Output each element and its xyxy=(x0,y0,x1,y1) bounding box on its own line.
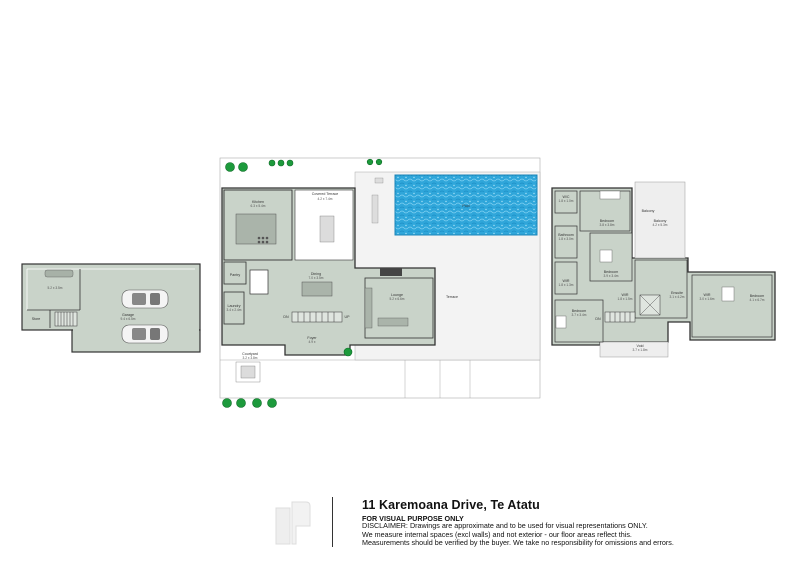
terrace-label: Terrace xyxy=(446,295,458,299)
dining-size: 7.0 x 3.5m xyxy=(309,276,324,280)
wir-1-label: WIR xyxy=(563,279,570,283)
garage-room-size: 5.2 x 3.5m xyxy=(48,286,63,290)
ensuite-label: Ensuite xyxy=(671,291,683,295)
disclaimer-line-1: Drawings are approximate and to be used … xyxy=(409,521,648,530)
store-label: Store xyxy=(32,317,41,321)
wir-1-size: 1.8 x 1.3m xyxy=(559,283,574,287)
covered-terrace-size: 4.2 x 7.4m xyxy=(318,197,333,201)
bedroom-2-size: 3.9 x 3.4m xyxy=(604,274,619,278)
dining-label: Dining xyxy=(311,272,321,276)
kitchen-label: Kitchen xyxy=(252,200,264,204)
void-size: 3.7 x 1.8m xyxy=(633,348,648,352)
balcony-1-size: 4.2 x 5.3m xyxy=(653,223,668,227)
balcony-2-label: Balcony xyxy=(642,209,655,213)
disclaimer-label: DISCLAIMER: xyxy=(362,521,408,530)
disclaimer-text: DISCLAIMER: Drawings are approximate and… xyxy=(362,521,762,548)
lounge-size: 5.2 x 6.6m xyxy=(390,297,405,301)
kitchen-size: 6.3 x 5.4m xyxy=(251,204,266,208)
visual-purpose-note: FOR VISUAL PURPOSE ONLY xyxy=(362,514,464,523)
garage-label: Garage xyxy=(122,313,134,317)
wir-2-size: 1.8 x 1.5m xyxy=(618,297,633,301)
car-icon xyxy=(121,324,169,344)
wir-3-label: WIR xyxy=(704,293,711,297)
garage-plan: 5.2 x 3.5m Store Garage 9.4 x 6.5m xyxy=(21,263,201,353)
wir-2-label: WIR xyxy=(622,293,629,297)
footer-divider xyxy=(332,497,333,547)
void-label: Void xyxy=(637,344,644,348)
ground-floor-plan: Pool Kitchen 6.3 x 5.4m Covered Terrace … xyxy=(219,157,541,408)
ground-up-label: UP xyxy=(345,315,351,319)
brand-logo-icon xyxy=(275,501,311,545)
ensuite-size: 3.1 x 4.2m xyxy=(670,295,685,299)
bedroom-3-size: 3.7 x 3.4m xyxy=(572,313,587,317)
pantry-label: Pantry xyxy=(230,273,241,277)
ground-dn-label: DN xyxy=(283,315,289,319)
upper-floor-plan: W/C 1.8 x 1.0m Bedroom 3.8 x 3.8m Balcon… xyxy=(551,181,776,358)
foyer-label: Foyer xyxy=(307,336,317,340)
pool xyxy=(394,174,538,236)
car-icon xyxy=(121,289,169,309)
property-address: 11 Karemoana Drive, Te Atatu xyxy=(362,498,540,512)
laundry-size: 3.4 x 2.4m xyxy=(227,308,242,312)
wc-size: 1.8 x 1.0m xyxy=(559,199,574,203)
wir-3-size: 3.0 x 1.6m xyxy=(700,297,715,301)
bedroom-4-label: Bedroom xyxy=(750,294,765,298)
tree-icon xyxy=(222,158,383,408)
pool-label: Pool xyxy=(462,204,469,208)
balcony-1-label: Balcony xyxy=(654,219,667,223)
disclaimer-line-2: We measure internal spaces (excl walls) … xyxy=(362,529,632,539)
bathroom-size: 1.8 x 3.0m xyxy=(559,237,574,241)
disclaimer-line-3: Measurements should be verified by the b… xyxy=(362,538,674,548)
covered-terrace-label: Covered Terrace xyxy=(312,192,339,196)
wc-label: W/C xyxy=(563,195,570,199)
bedroom-1-size: 3.8 x 3.8m xyxy=(600,223,615,227)
courtyard-label: Courtyard xyxy=(242,352,258,356)
bedroom-3-label: Bedroom xyxy=(572,309,587,313)
bedroom-1-label: Bedroom xyxy=(600,219,615,223)
foyer-size: 4.9 x xyxy=(309,340,316,344)
upper-dn-label: DN xyxy=(595,317,601,321)
lounge-label: Lounge xyxy=(391,293,403,297)
garage-size: 9.4 x 6.5m xyxy=(121,317,136,321)
courtyard-size: 3.2 x 3.8m xyxy=(243,356,258,360)
bedroom-2-label: Bedroom xyxy=(604,270,619,274)
bathroom-label: Bathroom xyxy=(558,233,574,237)
laundry-label: Laundry xyxy=(228,304,241,308)
bedroom-4-size: 4.1 x 6.7m xyxy=(750,298,765,302)
